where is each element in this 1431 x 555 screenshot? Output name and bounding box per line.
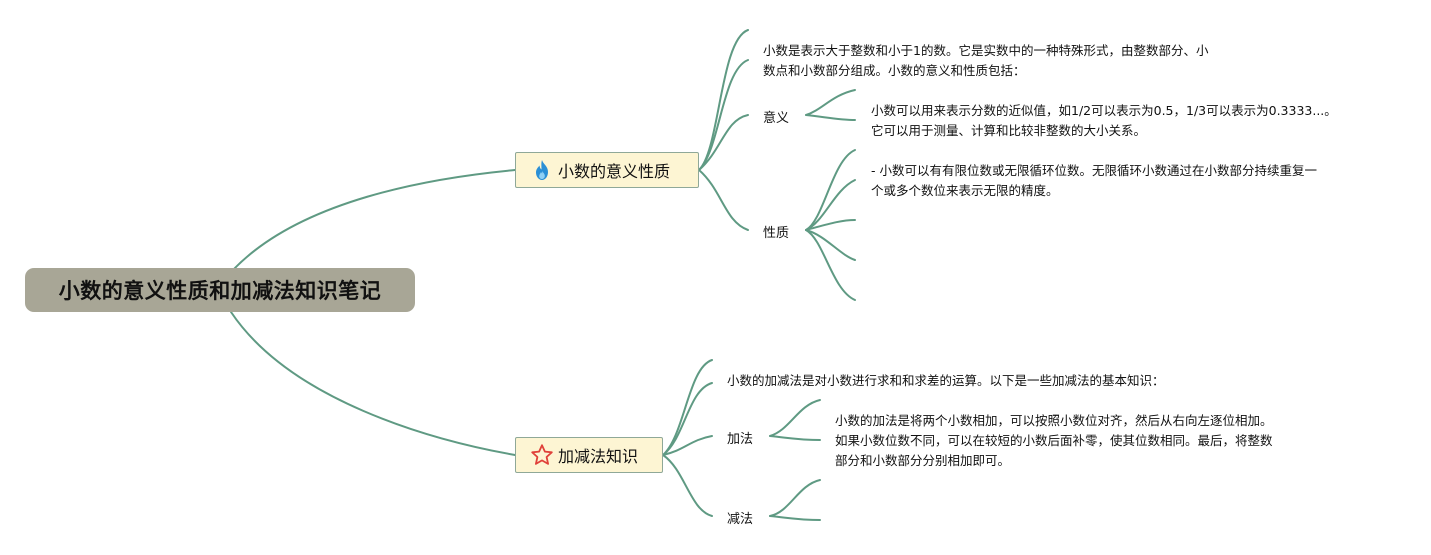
meaning-to-meaning-connector <box>698 114 749 171</box>
add-subtract-to-intro-connector-2 <box>662 382 713 456</box>
subtopic-subtraction[interactable]: 减法 <box>727 512 754 527</box>
topic-title: 加减法知识 <box>558 447 639 466</box>
meaning-to-intro-connector-2 <box>698 59 749 171</box>
root-to-meaning-connector <box>232 169 516 271</box>
meaning-sub-to-text-connector-2 <box>805 114 856 121</box>
topic-add-subtract[interactable]: 加减法知识 <box>515 437 663 473</box>
meaning-to-intro-connector-1 <box>698 29 749 171</box>
properties-to-text-connector-1 <box>805 149 856 231</box>
meaning-text: 小数可以用来表示分数的近似值，如1/2可以表示为0.5，1/3可以表示为0.33… <box>871 103 1337 138</box>
properties-to-text-connector-3 <box>805 219 856 231</box>
subtraction-to-text-connector-1 <box>769 479 821 517</box>
add-subtract-to-subtraction-connector <box>662 454 713 517</box>
star-icon <box>530 443 554 467</box>
root-topic[interactable]: 小数的意义性质和加减法知识笔记 <box>25 268 415 312</box>
properties-to-text-connector-4 <box>805 229 856 261</box>
addition-to-text-connector-1 <box>769 399 821 437</box>
addition-to-text-connector-2 <box>769 435 821 441</box>
subtopic-addition[interactable]: 加法 <box>727 432 754 447</box>
meaning-to-properties-connector <box>698 169 749 231</box>
addition-text: 小数的加法是将两个小数相加，可以按照小数位对齐，然后从右向左逐位相加。 如果小数… <box>835 413 1273 468</box>
add-subtract-to-addition-connector <box>662 435 713 456</box>
meaning-sub-to-text-connector-1 <box>805 89 856 116</box>
topic-decimal-meaning-properties[interactable]: 小数的意义性质 <box>515 152 699 188</box>
properties-text: - 小数可以有有限位数或无限循环位数。无限循环小数通过在小数部分持续重复一 个或… <box>871 163 1317 198</box>
fire-icon <box>530 158 554 182</box>
subtopic-properties[interactable]: 性质 <box>763 226 790 241</box>
subtraction-to-text-connector-2 <box>769 515 821 521</box>
root-to-add-subtract-connector <box>230 311 516 456</box>
add-subtract-intro: 小数的加减法是对小数进行求和和求差的运算。以下是一些加减法的基本知识： <box>727 373 1165 388</box>
add-subtract-to-intro-connector-1 <box>662 359 713 456</box>
properties-to-text-connector-5 <box>805 229 856 301</box>
topic-title: 小数的意义性质 <box>558 162 671 181</box>
root-title: 小数的意义性质和加减法知识笔记 <box>58 279 382 303</box>
subtopic-meaning[interactable]: 意义 <box>763 111 790 126</box>
meaning-properties-intro: 小数是表示大于整数和小于1的数。它是实数中的一种特殊形式，由整数部分、小 数点和… <box>763 43 1209 78</box>
properties-to-text-connector-2 <box>805 179 856 231</box>
